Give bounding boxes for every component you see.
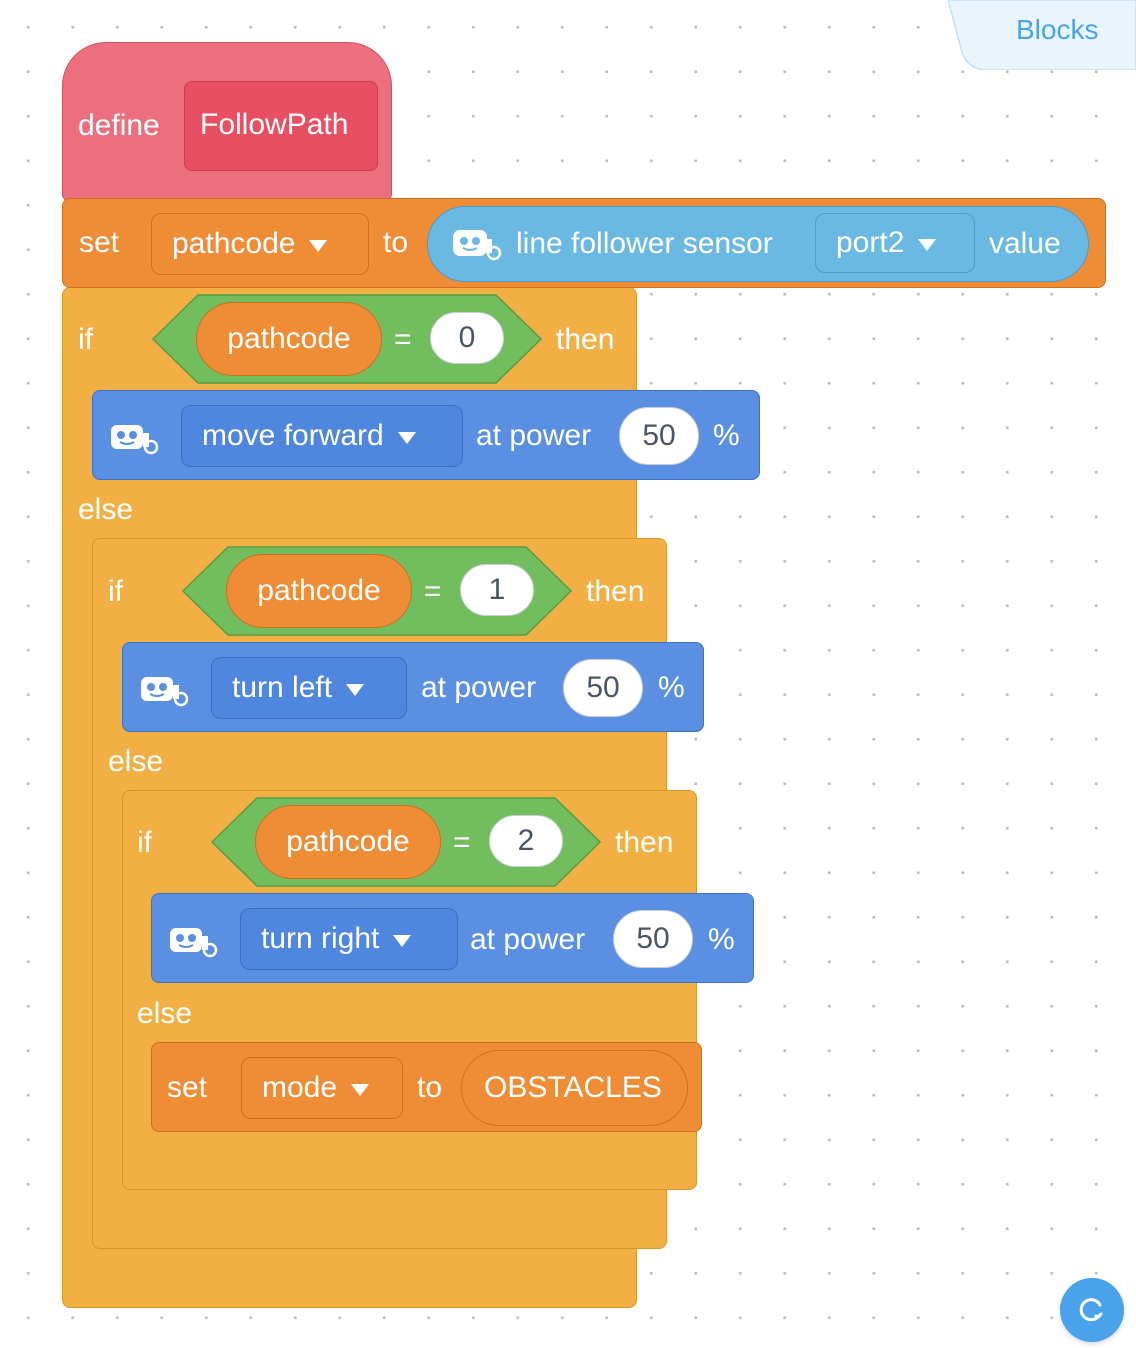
else-label-2: else <box>108 745 164 778</box>
power-value: 50 <box>642 419 676 452</box>
move-block-3[interactable]: turn right at power 50 % <box>151 893 754 983</box>
reporter-label: line follower sensor <box>516 227 773 260</box>
variable-name: pathcode <box>172 227 296 260</box>
reporter-suffix: value <box>989 227 1061 260</box>
variable-name: pathcode <box>286 825 410 858</box>
else-label-3: else <box>137 997 193 1030</box>
direction-dropdown[interactable]: turn right <box>240 908 458 970</box>
to-label: to <box>417 1071 443 1104</box>
robot-icon <box>137 671 189 714</box>
direction-name: turn right <box>261 922 380 955</box>
power-input[interactable]: 50 <box>619 407 699 465</box>
value-input[interactable]: OBSTACLES <box>461 1050 688 1126</box>
else-label-1: else <box>78 493 134 526</box>
pathcode-reporter[interactable]: pathcode <box>255 805 441 879</box>
if-label-3: if <box>137 826 152 859</box>
power-value: 50 <box>636 922 670 955</box>
port-dropdown[interactable]: port2 <box>815 213 975 273</box>
chevron-down-icon <box>393 934 412 947</box>
pathcode-reporter[interactable]: pathcode <box>226 554 412 628</box>
variable-name: pathcode <box>227 322 351 355</box>
compare-value: 1 <box>488 573 506 606</box>
then-label-1: then <box>556 323 615 356</box>
move-block-1[interactable]: move forward at power 50 % <box>92 390 760 480</box>
chevron-down-icon <box>309 239 328 252</box>
set-keyword: set <box>167 1071 208 1104</box>
pathcode-reporter[interactable]: pathcode <box>196 302 382 376</box>
variable-name: mode <box>262 1071 338 1104</box>
define-keyword: define <box>78 109 160 142</box>
move-block-2[interactable]: turn left at power 50 % <box>122 642 704 732</box>
robot-icon <box>166 922 218 965</box>
percent-label: % <box>658 671 685 704</box>
compare-value-input[interactable]: 1 <box>460 564 534 616</box>
percent-label: % <box>713 419 740 452</box>
blocks-tab[interactable]: Blocks <box>948 0 1136 70</box>
at-power-label: at power <box>476 419 592 452</box>
variable-dropdown[interactable]: mode <box>241 1057 403 1119</box>
line-follower-reporter[interactable]: line follower sensor port2 value <box>427 206 1089 282</box>
set-mode-block[interactable]: set mode to OBSTACLES <box>151 1042 702 1132</box>
condition-equals-3[interactable]: pathcode = 2 <box>211 797 601 887</box>
equals-operator: = <box>394 323 412 356</box>
equals-operator: = <box>424 575 442 608</box>
percent-label: % <box>708 923 735 956</box>
compare-value: 2 <box>517 824 535 857</box>
chevron-down-icon <box>346 683 365 696</box>
equals-operator: = <box>453 826 471 859</box>
direction-dropdown[interactable]: turn left <box>211 657 407 719</box>
direction-dropdown[interactable]: move forward <box>181 405 463 467</box>
if-label-2: if <box>108 575 123 608</box>
power-value: 50 <box>586 671 620 704</box>
compare-value: 0 <box>458 321 476 354</box>
set-pathcode-block[interactable]: set pathcode to line follower sensor por… <box>62 198 1106 288</box>
port-name: port2 <box>836 226 905 259</box>
custom-block-name: FollowPath <box>200 108 349 141</box>
chevron-down-icon <box>351 1083 370 1096</box>
if-label-1: if <box>78 323 93 356</box>
at-power-label: at power <box>421 671 537 704</box>
variable-dropdown[interactable]: pathcode <box>151 213 369 275</box>
robot-icon <box>450 225 502 268</box>
to-label: to <box>383 226 409 259</box>
value-text: OBSTACLES <box>484 1071 662 1104</box>
define-name-box[interactable]: FollowPath <box>184 81 378 171</box>
set-keyword: set <box>79 226 120 259</box>
chevron-down-icon <box>918 238 937 251</box>
compare-value-input[interactable]: 0 <box>430 312 504 364</box>
define-block[interactable]: define FollowPath <box>62 42 392 202</box>
power-input[interactable]: 50 <box>563 659 643 717</box>
refresh-button[interactable] <box>1060 1278 1124 1342</box>
direction-name: move forward <box>202 419 384 452</box>
refresh-icon <box>1079 1298 1103 1322</box>
chevron-down-icon <box>397 431 416 444</box>
at-power-label: at power <box>470 923 586 956</box>
robot-icon <box>107 419 159 462</box>
variable-name: pathcode <box>257 574 381 607</box>
then-label-2: then <box>586 575 645 608</box>
blocks-tab-label: Blocks <box>1016 14 1099 45</box>
compare-value-input[interactable]: 2 <box>489 815 563 867</box>
power-input[interactable]: 50 <box>613 910 693 968</box>
condition-equals-2[interactable]: pathcode = 1 <box>182 546 572 636</box>
then-label-3: then <box>615 826 674 859</box>
direction-name: turn left <box>232 671 333 704</box>
condition-equals-1[interactable]: pathcode = 0 <box>152 294 542 384</box>
